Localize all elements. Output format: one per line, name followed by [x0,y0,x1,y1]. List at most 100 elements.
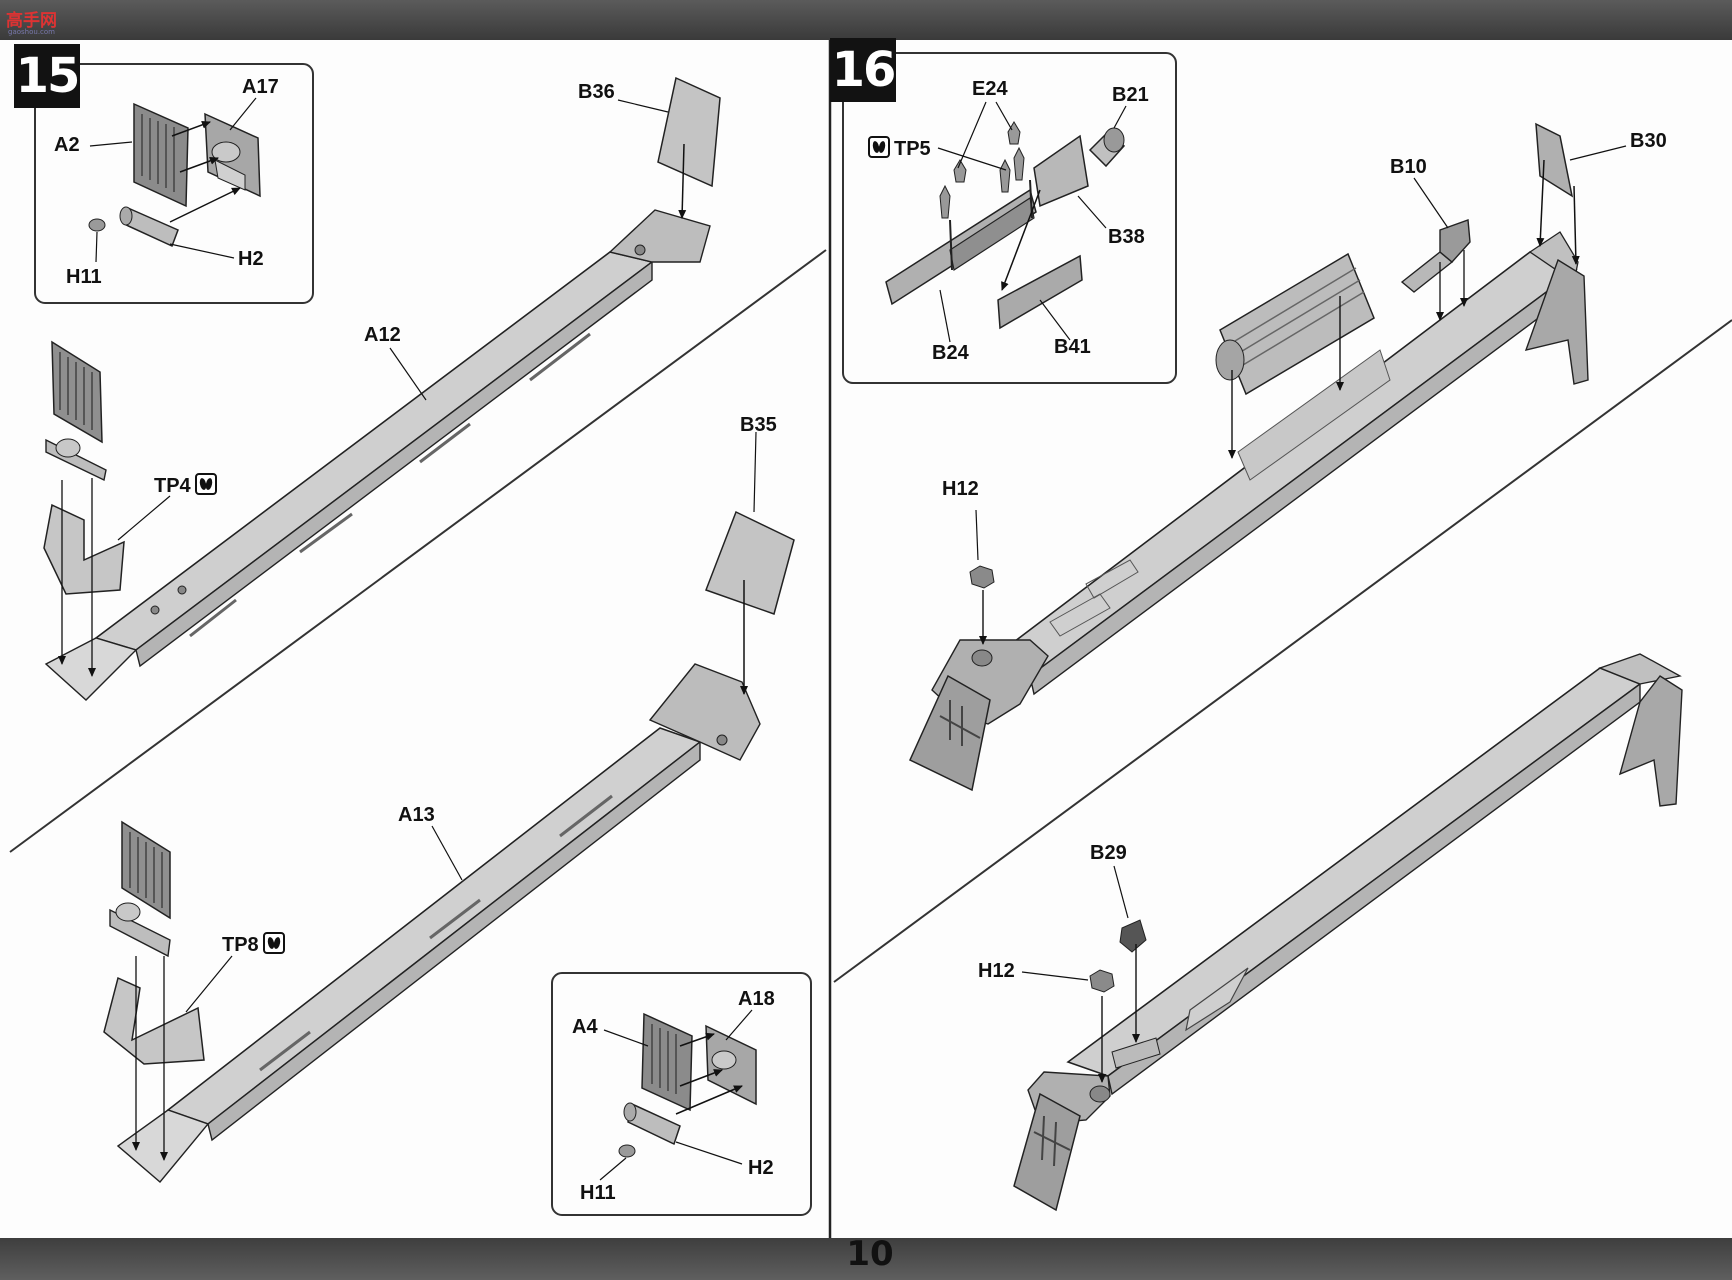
page-number: 10 [846,1234,894,1274]
part-b21-cylinder [1088,127,1126,168]
part-b24-frame [885,179,1037,306]
label-e24: E24 [972,78,1008,100]
leader-b21 [1113,105,1127,129]
part-h2-light [119,206,179,248]
arrow-a4-a18b [679,1069,723,1087]
tape-icon [868,136,890,158]
label-tp5-text: TP5 [894,138,931,160]
step-16-badge: 16 [830,38,896,102]
leader-b29 [1113,865,1129,919]
part-b36-flap [657,76,721,188]
label-h11-b: H11 [580,1182,616,1204]
part-a2-grille [133,102,189,208]
part-a13-fender [116,663,761,1183]
label-h12-upper: H12 [942,478,979,500]
arrow-b30-a [1536,159,1545,247]
label-h2-b: H2 [748,1157,774,1179]
part-tp5-clips [939,146,1025,219]
arrow-a2-a17b [179,157,219,173]
leader-h12-upper [975,509,979,561]
leader-b35 [753,431,757,513]
leader-h11 [95,231,98,263]
part-tp8-mudflap [103,976,205,1065]
inset-15-top-frame [34,63,314,304]
label-a18: A18 [738,988,775,1010]
arrow-b36 [678,143,687,219]
step15-divider [9,249,827,853]
label-b41: B41 [1054,336,1091,358]
inset-15-bottom-frame [551,972,812,1216]
leader-b10 [1413,177,1449,229]
part-b30-flap [1535,122,1574,198]
label-a4: A4 [572,1016,598,1038]
part-b41-plate [997,254,1083,330]
part-a18-bracket [705,1024,757,1106]
part-a12-fender [44,209,711,701]
label-b24: B24 [932,342,969,364]
leader-tp4 [117,495,171,541]
tape-icon [194,473,217,495]
label-a2: A2 [54,134,80,156]
arrow-h2-a18 [675,1085,743,1115]
part-b10-handle [1400,219,1471,293]
leader-a2 [89,141,133,147]
arrow-a4-a18 [679,1032,715,1047]
label-tp8-text: TP8 [222,934,259,956]
part-b35-flap [705,510,795,615]
bottom-scan-border [0,1238,1732,1280]
part-a4-grille [641,1012,693,1112]
part-tp4-mudflap [43,503,125,595]
label-h11: H11 [66,266,102,288]
leader-b36 [617,99,669,113]
label-b35: B35 [740,414,777,436]
watermark-logo-sub: gaoshou.com [8,28,55,36]
label-tp8: TP8 [222,932,285,956]
label-a13: A13 [398,804,435,826]
top-scan-border [0,0,1732,40]
label-b10: B10 [1390,156,1427,178]
label-tp5: TP5 [868,136,931,160]
part-b29-cap [1119,919,1147,953]
leader-e24-a [957,101,987,169]
arrow-b41 [1001,189,1041,291]
leader-b38 [1077,195,1107,229]
label-h2: H2 [238,248,264,270]
part-h12-nut-lower [1089,969,1115,993]
leader-b24 [939,289,951,343]
label-a17: A17 [242,76,279,98]
label-h12-lower: H12 [978,960,1015,982]
leader-e24-b [995,101,1013,131]
part-a17-bracket [204,112,261,198]
label-b29: B29 [1090,842,1127,864]
leader-a12 [389,347,427,401]
subassembly-grille-light-lower [109,820,171,958]
tape-icon [262,932,285,954]
arrow-b30-b [1571,185,1580,265]
leader-a13 [431,825,463,881]
label-tp4-text: TP4 [154,475,191,497]
fender-assembly-lower-16 [1013,653,1683,1212]
watermark-logo: 高手网 [6,11,57,31]
label-tp4: TP4 [154,473,217,497]
part-h2-light-b [623,1102,681,1146]
leader-tp8 [185,955,233,1013]
part-h12-nut-upper [969,565,995,589]
fender-assembly-upper-16 [909,231,1589,792]
label-b38: B38 [1108,226,1145,248]
part-h11-lens-b [618,1144,636,1158]
subassembly-grille-light-upper [45,340,107,482]
leader-b30 [1569,145,1627,161]
leader-h11-b [599,1157,627,1181]
part-h11-lens [88,218,106,232]
step-15-badge: 15 [14,44,80,108]
inset-16-frame [842,52,1177,384]
label-b30: B30 [1630,130,1667,152]
leader-tp5 [937,147,1007,171]
leader-h2-b [675,1141,743,1165]
arrow-a2-a17 [171,121,211,137]
leader-b41 [1039,299,1071,341]
part-b38-mount [1033,134,1089,208]
leader-h12-lower [1021,971,1089,981]
